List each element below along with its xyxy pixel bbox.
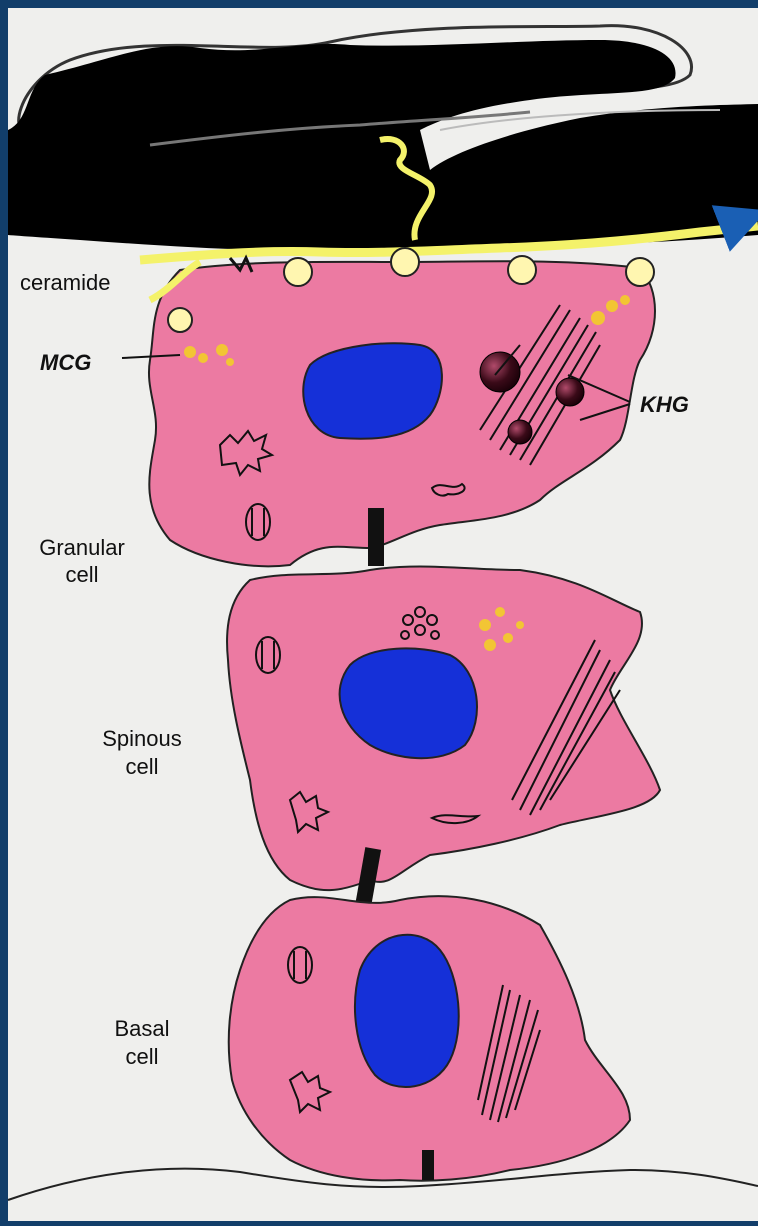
label-spinous-cell: cell <box>125 754 158 779</box>
label-spinous: Spinous <box>102 726 182 751</box>
label-granular-cell: cell <box>65 562 98 587</box>
basal-nucleus <box>355 935 459 1087</box>
label-ceramide: ceramide <box>20 270 110 295</box>
granular-nucleus <box>303 343 442 439</box>
stratum-corneum <box>8 26 758 260</box>
label-granular: Granular <box>39 535 125 560</box>
label-khg: KHG <box>640 392 689 417</box>
label-basal: Basal <box>114 1016 169 1041</box>
label-mcg: MCG <box>40 350 91 375</box>
label-basal-cell: cell <box>125 1044 158 1069</box>
